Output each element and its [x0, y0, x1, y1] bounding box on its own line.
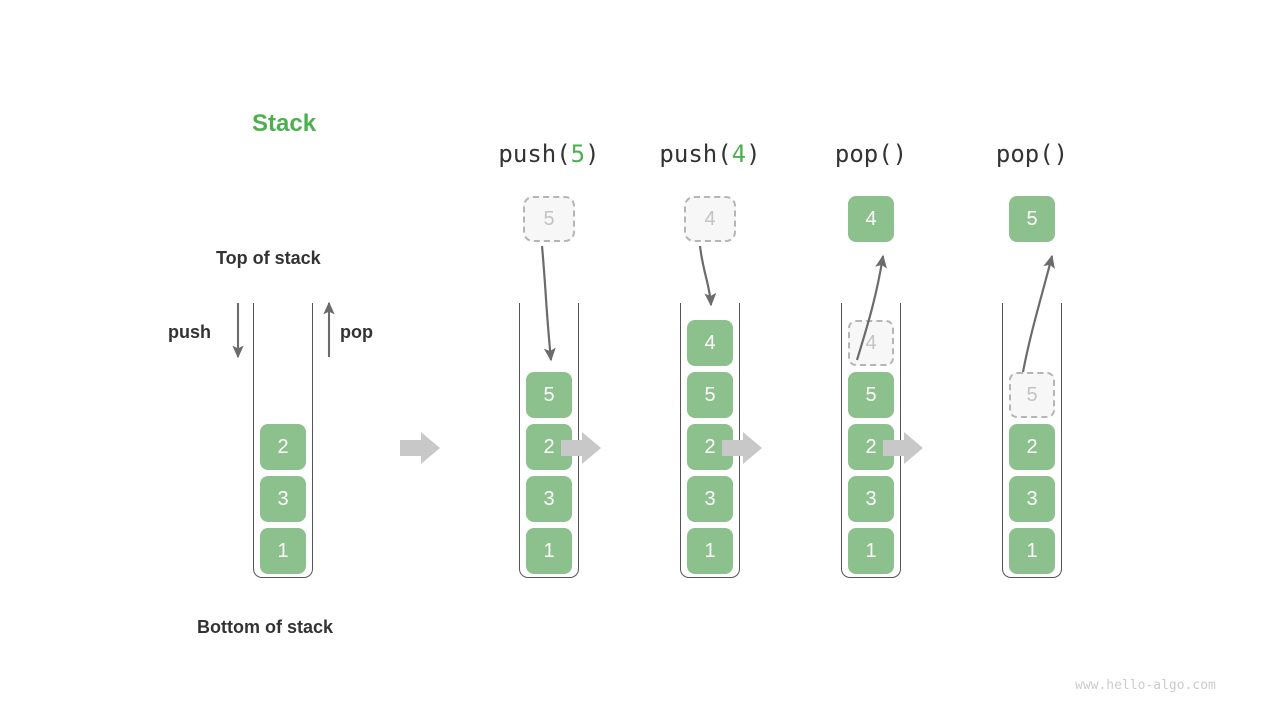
stack-cell-push-5-1: 2	[526, 424, 572, 470]
stack-wall-left	[1002, 303, 1003, 565]
stack-wall-left	[519, 303, 520, 565]
stack-cell-initial-0: 2	[260, 424, 306, 470]
stack-cell-push-5-2: 3	[526, 476, 572, 522]
operation-name: pop(	[834, 140, 893, 168]
operation-name: pop(	[995, 140, 1054, 168]
page-title: Stack	[252, 110, 317, 137]
stack-cell-initial-1: 3	[260, 476, 306, 522]
stack-container-initial	[253, 303, 313, 578]
incoming-element-push-4: 4	[684, 196, 736, 242]
outgoing-element-pop-5: 5	[1009, 196, 1055, 242]
operation-label-push-5: push(5)	[459, 140, 639, 168]
stack-cell-pop-4-0: 4	[848, 320, 894, 366]
pop-label: pop	[340, 322, 373, 342]
stack-cell-push-4-1: 5	[687, 372, 733, 418]
stack-floor	[680, 564, 740, 578]
stack-wall-left	[253, 303, 254, 565]
stack-wall-right	[312, 303, 313, 565]
operation-paren-close: )	[1053, 140, 1069, 168]
stack-cell-pop-4-1: 5	[848, 372, 894, 418]
stack-cell-pop-4-3: 3	[848, 476, 894, 522]
stack-cell-push-5-0: 5	[526, 372, 572, 418]
stack-cell-push-4-3: 3	[687, 476, 733, 522]
stack-cell-push-5-3: 1	[526, 528, 572, 574]
stack-wall-left	[680, 303, 681, 565]
stack-cell-pop-5-2: 3	[1009, 476, 1055, 522]
stack-container-pop-5	[1002, 303, 1062, 578]
top-of-stack-label: Top of stack	[216, 248, 321, 268]
operation-paren-close: )	[892, 140, 908, 168]
stack-wall-right	[1061, 303, 1062, 565]
bottom-of-stack-label: Bottom of stack	[197, 617, 334, 637]
flow-arrow	[400, 432, 440, 464]
stack-cell-pop-5-3: 1	[1009, 528, 1055, 574]
stack-cell-push-4-2: 2	[687, 424, 733, 470]
stack-wall-right	[900, 303, 901, 565]
operation-label-push-4: push(4)	[620, 140, 800, 168]
watermark: www.hello-algo.com	[1075, 678, 1216, 693]
stack-floor	[1002, 564, 1062, 578]
stack-floor	[519, 564, 579, 578]
stack-cell-pop-4-2: 2	[848, 424, 894, 470]
stack-floor	[841, 564, 901, 578]
push-4-motion-arrow	[698, 245, 717, 307]
outgoing-element-pop-4: 4	[848, 196, 894, 242]
stack-wall-left	[841, 303, 842, 565]
operation-name: push(	[498, 140, 571, 168]
stack-wall-right	[578, 303, 579, 565]
stack-cell-pop-4-4: 1	[848, 528, 894, 574]
push-label: push	[168, 322, 211, 342]
stack-cell-push-4-4: 1	[687, 528, 733, 574]
stack-wall-right	[739, 303, 740, 565]
incoming-element-push-5: 5	[523, 196, 575, 242]
stack-floor	[253, 564, 313, 578]
operation-label-pop-4: pop()	[781, 140, 961, 168]
operation-argument: 4	[731, 140, 747, 168]
operation-paren-close: )	[585, 140, 600, 168]
stack-cell-push-4-0: 4	[687, 320, 733, 366]
stack-cell-initial-2: 1	[260, 528, 306, 574]
operation-name: push(	[659, 140, 732, 168]
operation-paren-close: )	[746, 140, 761, 168]
stack-cell-pop-5-1: 2	[1009, 424, 1055, 470]
operation-label-pop-5: pop()	[942, 140, 1122, 168]
stack-cell-pop-5-0: 5	[1009, 372, 1055, 418]
operation-argument: 5	[570, 140, 586, 168]
